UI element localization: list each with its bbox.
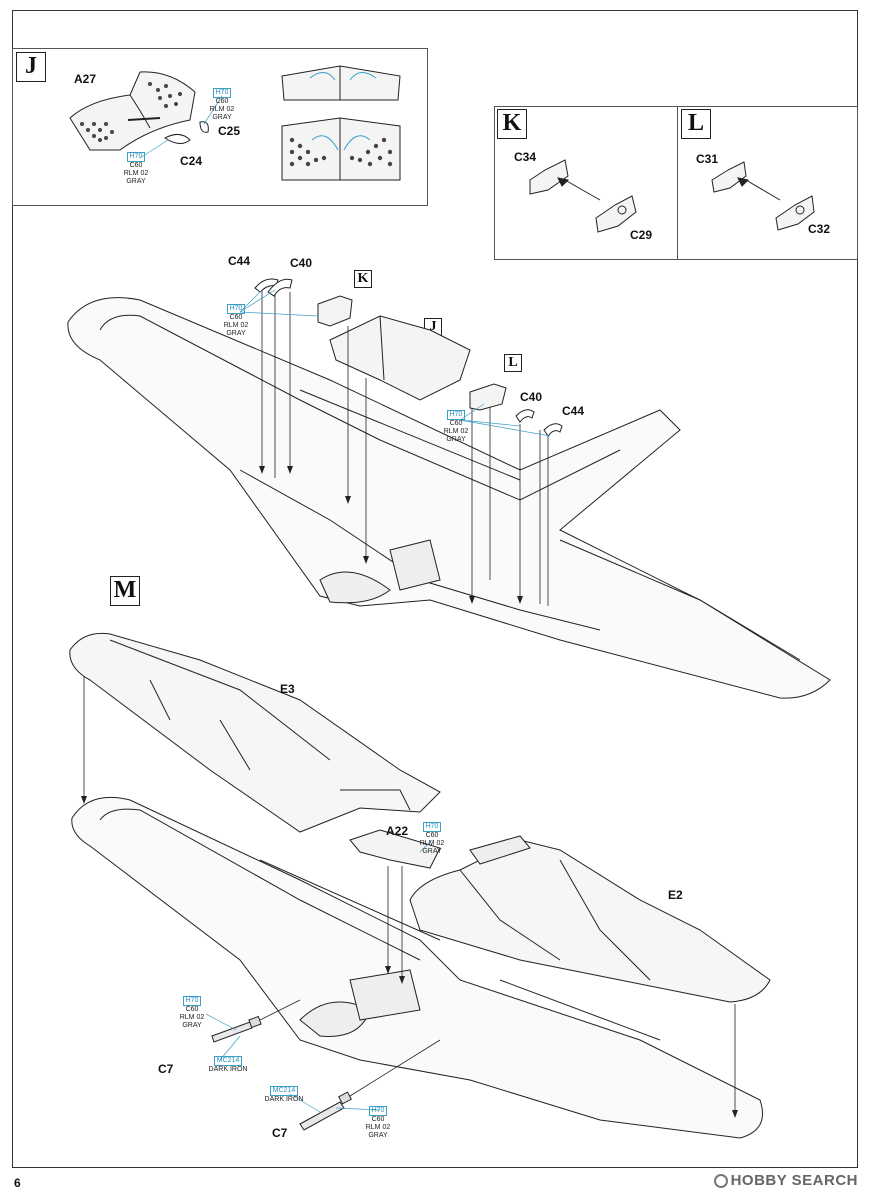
cannon-barrels <box>211 1015 352 1131</box>
small-parts-top <box>254 278 563 437</box>
label-c7-left: C7 <box>158 1062 174 1076</box>
paint-callout-a22: H70 C60 RLM 02 GRAY <box>419 822 445 855</box>
paint-callout-j-c25: H70 C60 RLM 02 GRAY <box>209 88 235 121</box>
label-c29: C29 <box>630 228 653 242</box>
step-j-label: J <box>16 52 46 82</box>
paint-callout-c7-bottom: H70 C60 RLM 02 GRAY <box>365 1106 391 1139</box>
cockpit-seat-j <box>329 315 471 401</box>
ref-l-label: L <box>504 354 522 372</box>
bracket-c34 <box>529 159 637 233</box>
wing-upper-right-e2 <box>409 835 771 1003</box>
paint-callout-c44-c40-left: H70 C60 RLM 02 GRAY <box>223 304 249 337</box>
paint-callout-c40-c44-right: H70 C60 RLM 02 GRAY <box>443 410 469 443</box>
step-k-label: K <box>497 109 527 139</box>
hobby-search-logo-icon <box>713 1174 728 1188</box>
label-a27: A27 <box>74 72 97 86</box>
label-c44-left: C44 <box>228 254 251 268</box>
label-c31: C31 <box>696 152 719 166</box>
label-e2: E2 <box>668 888 683 902</box>
page-frame <box>12 10 858 1168</box>
part-a22 <box>349 829 441 869</box>
paint-callout-iron-left: MC214 DARK IRON <box>208 1056 248 1073</box>
paint-code: H70 <box>182 996 202 1006</box>
paint-code: H70 <box>126 152 146 162</box>
paint-code: H70 <box>226 304 246 314</box>
seat-part-a27 <box>69 71 209 151</box>
seat-view-top <box>281 65 401 101</box>
wing-lower-bottom <box>71 796 763 1139</box>
assembly-leader-lines-m <box>83 676 736 1114</box>
paint-code: H70 <box>368 1106 388 1116</box>
step-l-label: L <box>681 109 711 139</box>
label-c7-bottom: C7 <box>272 1126 288 1140</box>
paint-code: H70 <box>446 410 466 420</box>
page-number: 6 <box>14 1176 21 1190</box>
label-a22: A22 <box>386 824 409 838</box>
label-c44-right: C44 <box>562 404 585 418</box>
paint-callout-iron-bottom: MC214 DARK IRON <box>264 1086 304 1103</box>
step-m-label: M <box>110 576 140 606</box>
assembly-leader-lines <box>261 290 549 606</box>
seat-view-front <box>281 117 401 181</box>
label-c40-left: C40 <box>290 256 313 270</box>
paint-code-iron: MC214 <box>213 1056 243 1066</box>
paint-code-iron: MC214 <box>269 1086 299 1096</box>
wing-lower-top <box>67 297 831 699</box>
step-l-panel <box>677 106 858 260</box>
arrowheads <box>81 466 738 1118</box>
paint-code: H70 <box>212 88 232 98</box>
label-e3: E3 <box>280 682 295 696</box>
label-c34: C34 <box>514 150 537 164</box>
paint-callout-c7-left: H70 C60 RLM 02 GRAY <box>179 996 205 1029</box>
watermark: HOBBY SEARCH <box>713 1172 858 1189</box>
paint-leader-lines <box>139 95 551 1113</box>
label-c32: C32 <box>808 222 831 236</box>
paint-callout-j-c24: H70 C60 RLM 02 GRAY <box>123 152 149 185</box>
ref-k-label: K <box>354 270 372 288</box>
label-c40-right: C40 <box>520 390 543 404</box>
wing-upper-left-e3 <box>69 632 441 833</box>
bracket-c31 <box>711 161 815 231</box>
label-c25: C25 <box>218 124 241 138</box>
watermark-text: HOBBY SEARCH <box>730 1172 858 1189</box>
label-c24: C24 <box>180 154 203 168</box>
paint-code: H70 <box>422 822 442 832</box>
